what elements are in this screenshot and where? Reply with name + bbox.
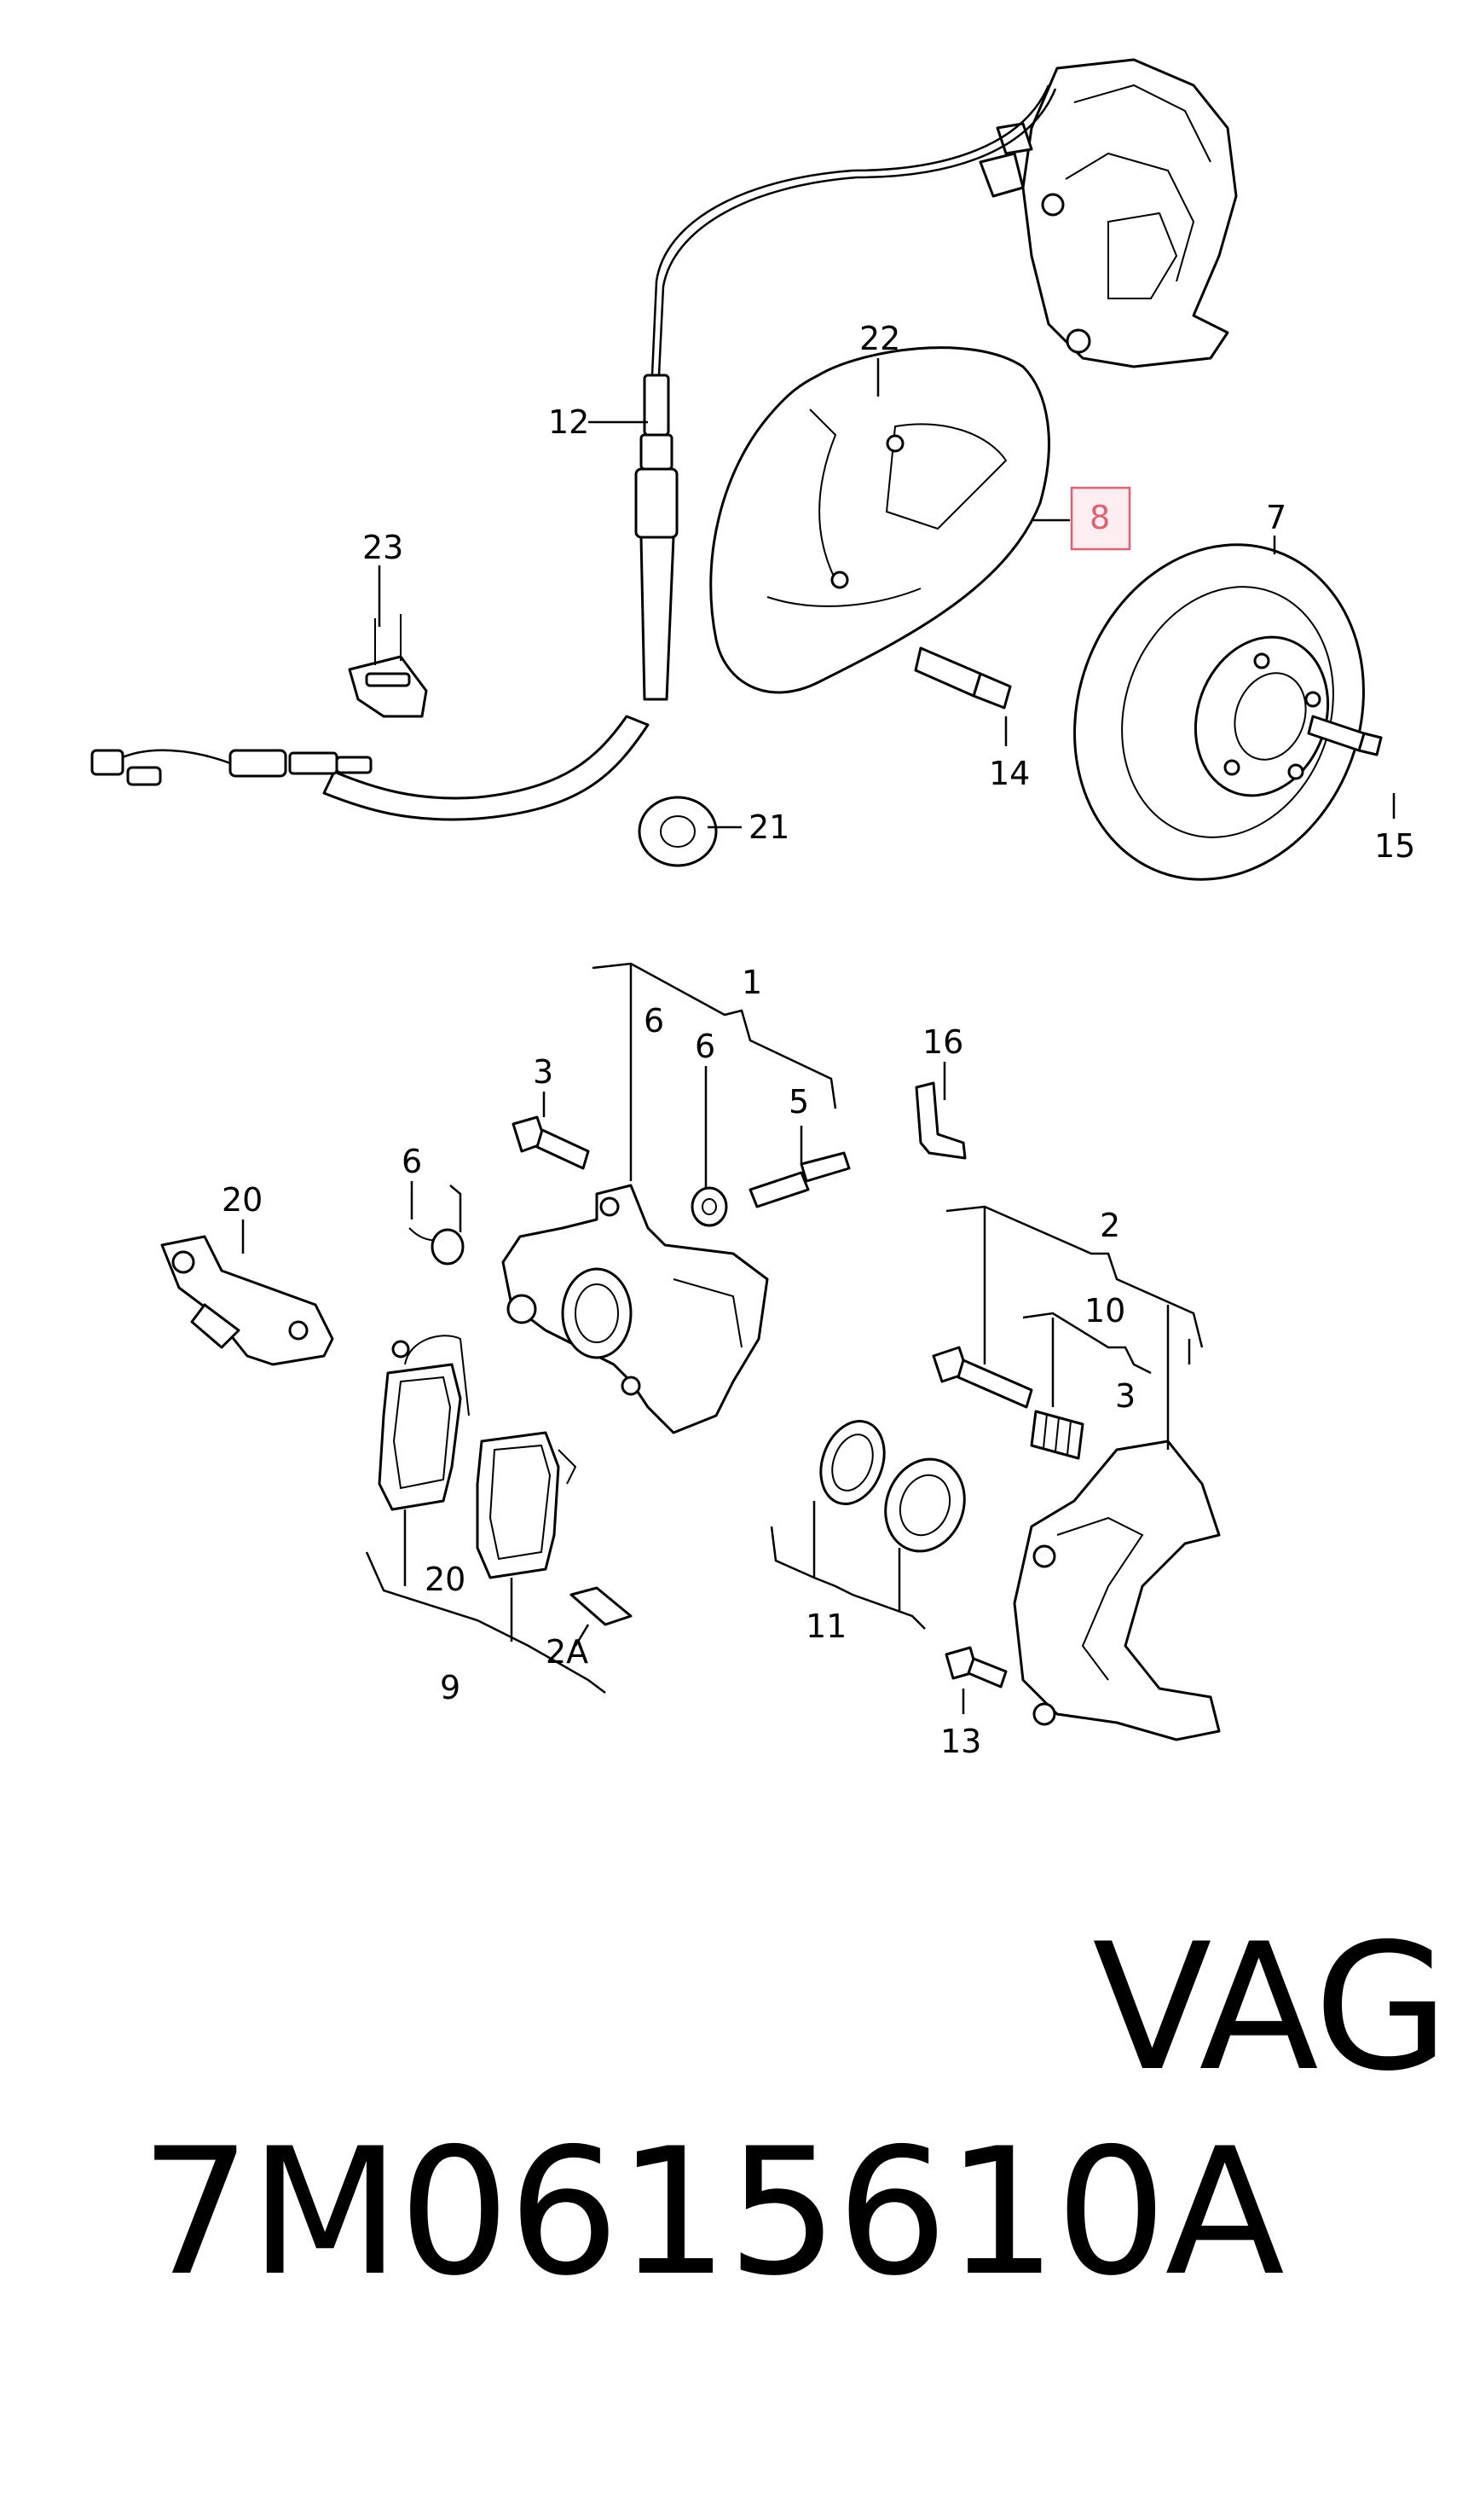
callout-9: 9 [440, 1669, 460, 1706]
caliper-top-drawing [979, 58, 1238, 368]
callout-21: 21 [749, 808, 789, 846]
footer: 7M0615610A VAG [32, 1906, 1449, 2314]
brand-name: VAG [1092, 1907, 1449, 2110]
grommet-21-drawing [638, 796, 718, 867]
callout-2a: 2A [546, 1633, 588, 1671]
callout-1: 1 [742, 964, 762, 1001]
callout-10: 10 [1084, 1292, 1125, 1330]
callout-3: 3 [1115, 1377, 1136, 1415]
callout-labels: 12 23 22 8 7 14 15 21 1 6 6 16 3 5 6 20 … [222, 320, 1415, 1760]
spring-6-drawing [408, 1227, 465, 1266]
brake-cable-drawing [90, 84, 1057, 821]
callout-6: 6 [402, 1143, 422, 1180]
clip-15-top-drawing [915, 1081, 967, 1160]
bracket-16-drawing [160, 1235, 334, 1366]
callout-3-top: 3 [533, 1053, 553, 1091]
bush-5-drawing [691, 1186, 728, 1227]
bolt-13-drawing [945, 1646, 1008, 1689]
brake-pads-drawing [378, 1335, 577, 1579]
bolt-14-drawing [1307, 715, 1383, 756]
part-number: 7M0615610A [140, 2112, 1285, 2314]
caliper-housing-drawing [501, 1184, 769, 1434]
clip-23-drawing [348, 614, 428, 718]
splash-shield-drawing [709, 346, 1050, 694]
bleeder-4-drawing [749, 1151, 851, 1208]
callout-15-top: 16 [922, 1023, 963, 1061]
callout-4: 5 [789, 1083, 809, 1121]
callout-6-top: 6 [644, 1002, 664, 1040]
callout-7: 7 [1266, 499, 1286, 536]
brake-parts-diagram: 12 23 22 8 7 14 15 21 1 6 6 16 3 5 6 20 … [90, 58, 1415, 1760]
callout-15: 20 [425, 1561, 465, 1598]
callout-14: 15 [1374, 827, 1415, 865]
shim-2a-drawing [569, 1586, 633, 1626]
callout-12: 14 [989, 755, 1030, 792]
callout-23: 23 [362, 529, 403, 566]
brake-disc-drawing [1073, 543, 1365, 881]
seal-11-drawing [819, 1420, 966, 1553]
callout-16: 20 [222, 1181, 263, 1219]
leader-lines [241, 358, 1396, 1714]
callout-8-highlight [1070, 486, 1131, 551]
guide-pin-drawing [932, 1346, 1084, 1460]
callout-11: 11 [806, 1608, 847, 1645]
callout-5: 6 [695, 1028, 715, 1065]
callout-2: 2 [1100, 1207, 1120, 1244]
bolt-3-top-drawing [512, 1115, 590, 1170]
bolt-12-drawing [914, 646, 1012, 710]
callout-22: 22 [859, 320, 900, 357]
callout-20: 12 [548, 403, 589, 441]
carrier-2-drawing [1013, 1440, 1221, 1741]
callout-8: 8 [1090, 499, 1110, 536]
callout-13: 13 [940, 1723, 981, 1760]
